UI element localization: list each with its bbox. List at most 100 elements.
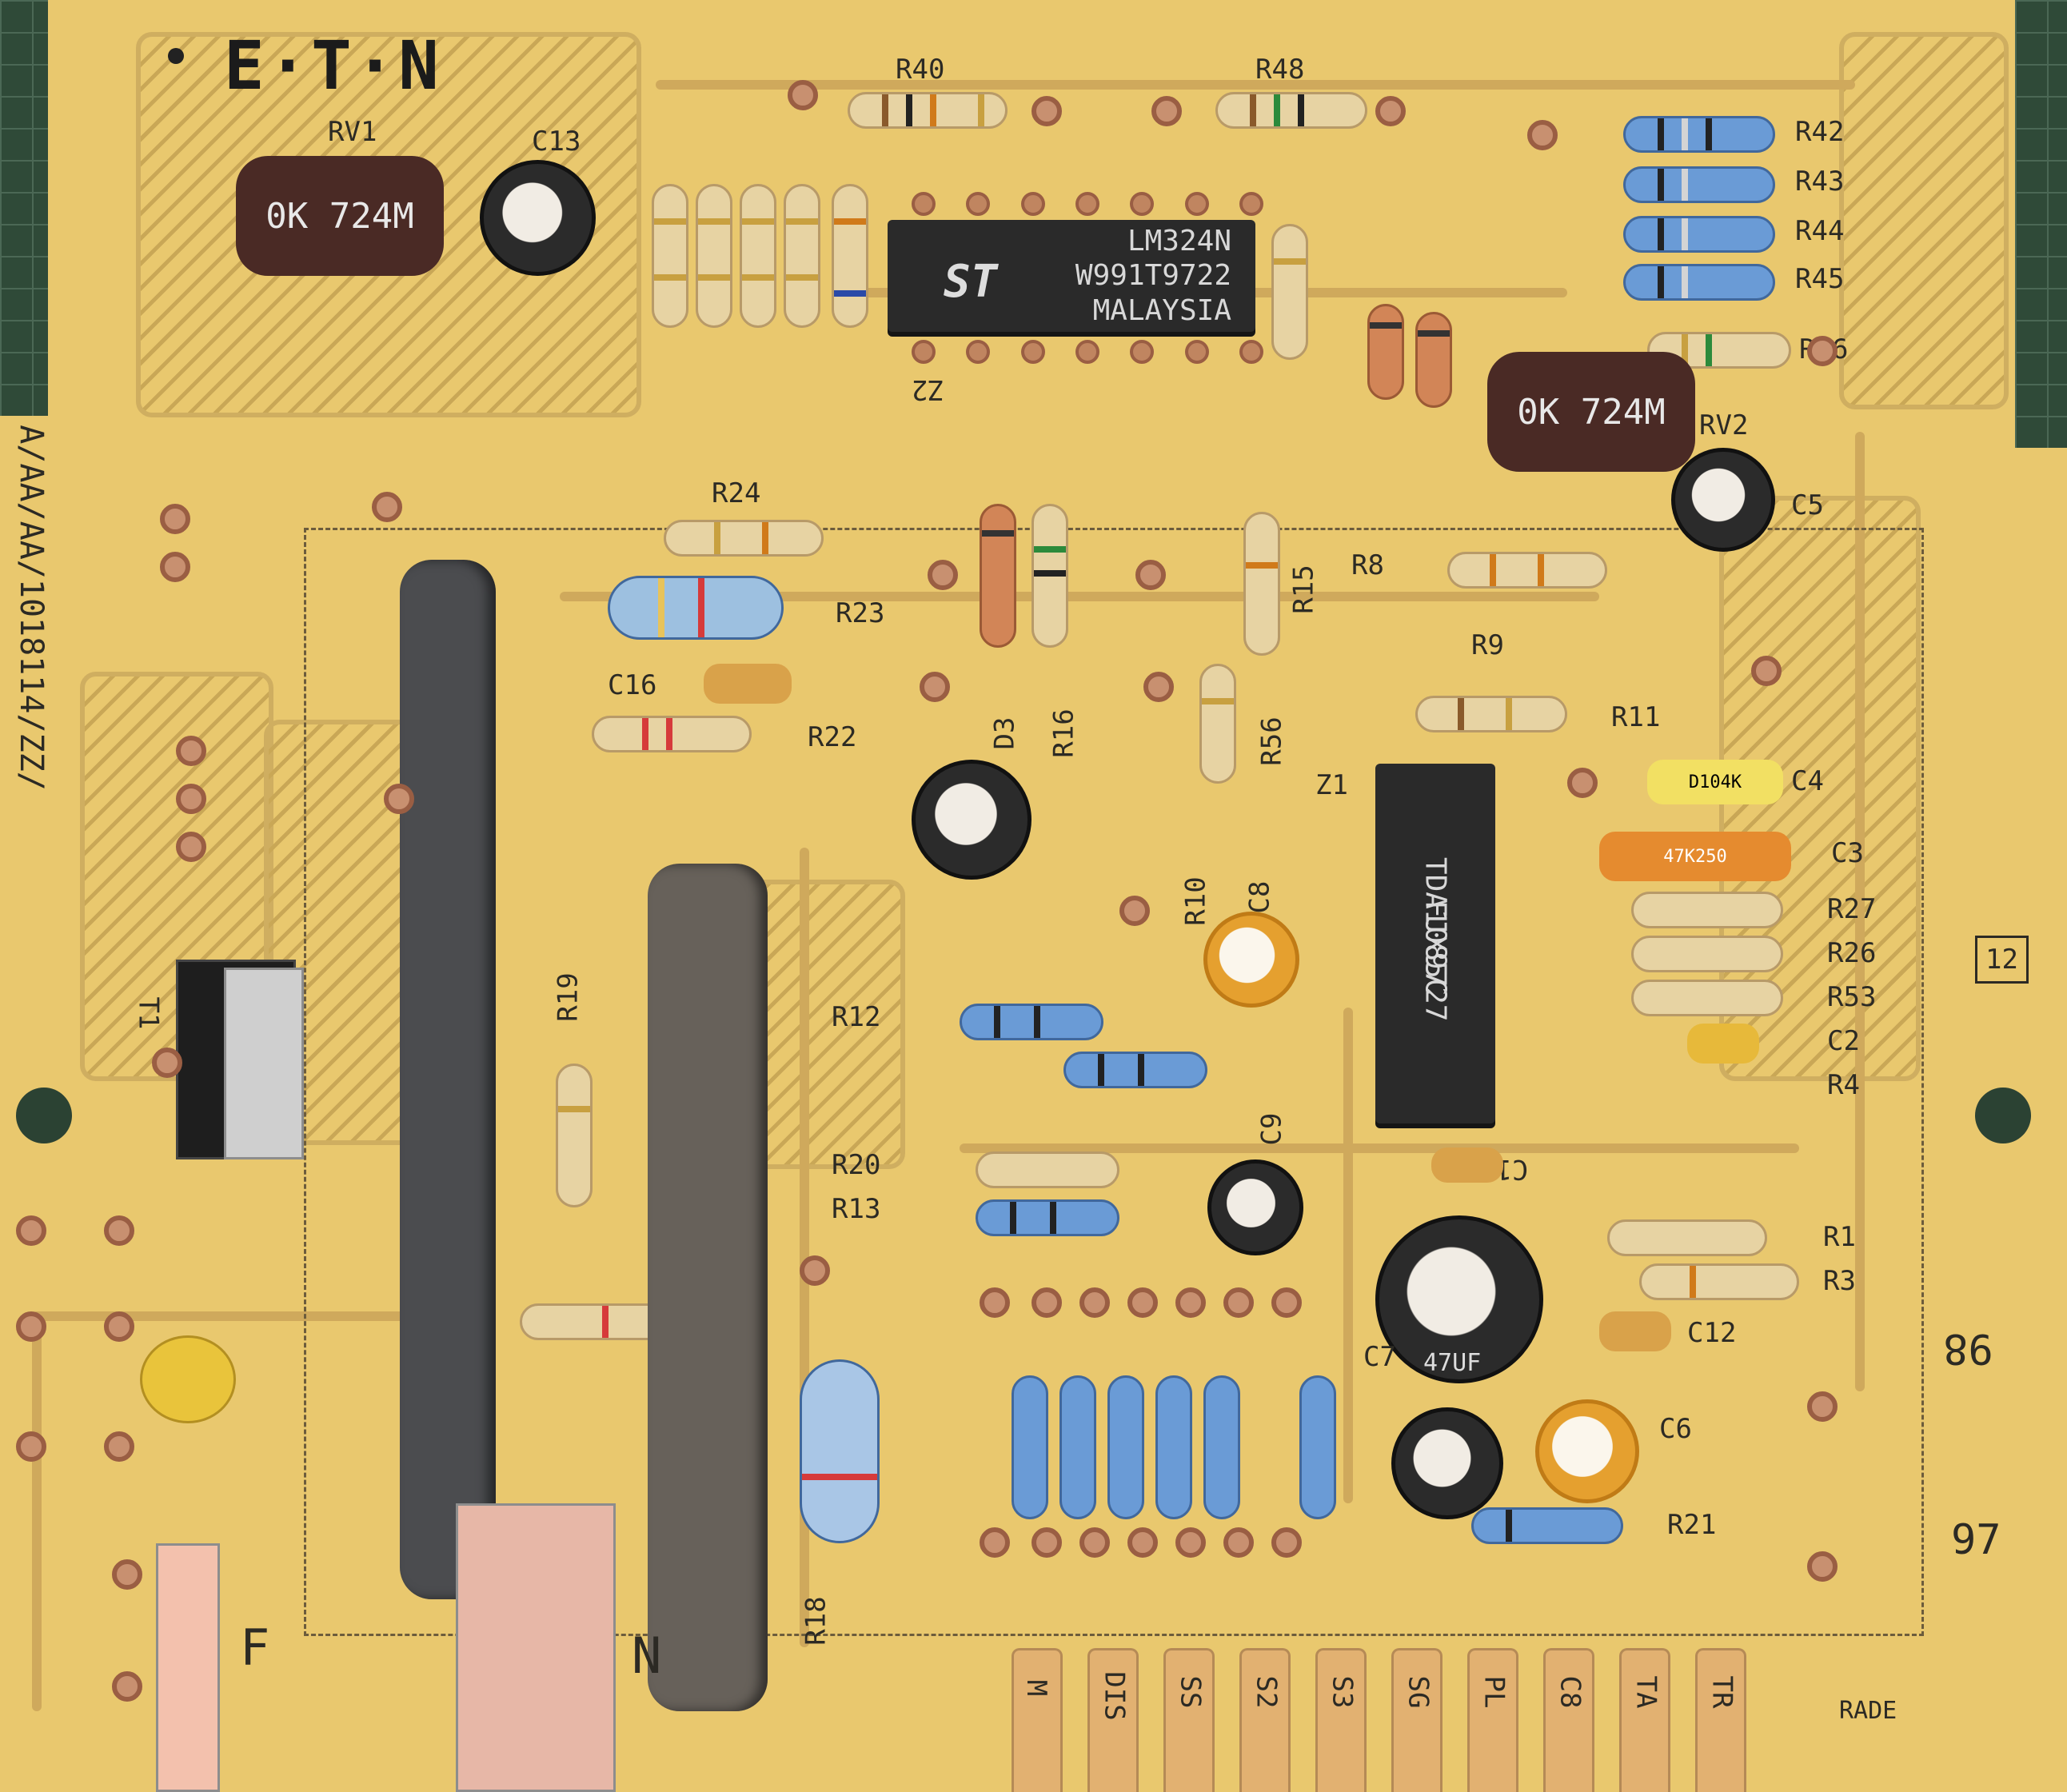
solder-pad — [1151, 96, 1182, 126]
resistor-r11 — [1415, 696, 1567, 732]
marker-12: 12 — [1975, 936, 2029, 984]
solder-pad — [104, 1311, 134, 1342]
resistor-r16 — [1032, 504, 1068, 648]
triac-t1-heatsink — [224, 968, 304, 1159]
solder-pad — [1807, 1391, 1838, 1422]
terminal-f-label: F — [240, 1618, 270, 1677]
resistor-r3 — [1639, 1263, 1799, 1300]
ceramic-cap-c4: D104K — [1647, 760, 1783, 804]
trace — [960, 1143, 1799, 1153]
solder-pad — [980, 1527, 1010, 1558]
c4-label: C4 — [1791, 765, 1824, 797]
electrolytic-cap-c10 — [912, 760, 1032, 880]
resistor-bank-r6 — [1059, 1375, 1096, 1519]
ceramic-cap-c16 — [704, 664, 792, 704]
c7-marking: 47UF — [1423, 1349, 1482, 1377]
choke-coil-left — [400, 560, 496, 1599]
solder-pad — [1375, 96, 1406, 126]
rv2-label: RV2 — [1699, 409, 1749, 441]
r10-label: R10 — [1179, 876, 1212, 926]
solder-pad — [112, 1559, 142, 1590]
z2-label: Z2 — [912, 373, 944, 405]
electrolytic-cap-c5 — [1671, 448, 1775, 552]
c6-label: C6 — [1659, 1413, 1692, 1445]
mounting-hole-left — [16, 1088, 72, 1143]
finger-m: M — [1012, 1648, 1063, 1792]
ceramic-cap-c14 — [1431, 1147, 1503, 1183]
solder-pad — [112, 1671, 142, 1702]
solder-pad — [1143, 672, 1174, 702]
solder-pad — [160, 504, 190, 534]
choke-coil-right — [648, 864, 768, 1711]
electrolytic-cap-c13 — [480, 160, 596, 276]
finger-pl: PL — [1467, 1648, 1518, 1792]
solder-pad — [160, 552, 190, 582]
cutting-mat-left — [0, 0, 48, 416]
resistor-r17 — [1063, 1052, 1207, 1088]
resistor-bank-r28 — [1203, 1375, 1240, 1519]
c4-marking: D104K — [1688, 772, 1742, 792]
resistor-r48 — [1215, 92, 1367, 129]
z1-label: Z1 — [1315, 769, 1348, 801]
finger-tr: TR — [1695, 1648, 1746, 1792]
trace — [1855, 432, 1865, 1391]
solder-pad — [1175, 1287, 1206, 1318]
trace — [656, 80, 1855, 90]
terminal-n-label: N — [632, 1626, 662, 1685]
solder-pad — [372, 492, 402, 522]
solder-pad — [1271, 1527, 1302, 1558]
solder-pad — [1807, 336, 1838, 366]
solder-pad — [1271, 1287, 1302, 1318]
finger-dis: DIS — [1087, 1648, 1139, 1792]
c12-label: C12 — [1687, 1317, 1737, 1349]
finger-ta: TA — [1619, 1648, 1670, 1792]
r56-label: R56 — [1255, 716, 1288, 766]
ic-tda1085c: TDA1085C FJX9727 — [1375, 764, 1495, 1123]
resistor-r26 — [1631, 936, 1783, 972]
resistor-r8 — [1447, 552, 1607, 589]
solder-pad — [1175, 1527, 1206, 1558]
r22-label: R22 — [808, 721, 857, 753]
resistor-r19 — [556, 1064, 593, 1207]
r26-label: R26 — [1827, 937, 1877, 969]
electrolytic-cap-c6 — [1535, 1399, 1639, 1503]
r12-label: R12 — [832, 1001, 881, 1033]
resistor-r1 — [1607, 1219, 1767, 1256]
resistor-r53 — [1631, 980, 1783, 1016]
solder-pad — [980, 1287, 1010, 1318]
dashed-outline — [304, 528, 1924, 1636]
ic-lm324n-lot: W991T9722 — [1075, 259, 1231, 293]
resistor-r20 — [976, 1151, 1119, 1188]
solder-pad — [788, 80, 818, 110]
ground-plane-top-right — [1839, 32, 2009, 409]
diode-d3 — [980, 504, 1016, 648]
ceramic-cap-c12 — [1599, 1311, 1671, 1351]
resistor-r56 — [1199, 664, 1236, 784]
solder-pad — [1567, 768, 1598, 798]
r9-label: R9 — [1471, 629, 1504, 661]
resistor-bank-r33 — [740, 184, 776, 328]
solder-pad — [384, 784, 414, 814]
ceramic-cap-x — [140, 1335, 236, 1423]
resistor-r18 — [800, 1359, 880, 1543]
cutting-mat-right — [2015, 0, 2067, 448]
mounting-hole-right — [1975, 1088, 2031, 1143]
solder-pad — [176, 832, 206, 862]
solder-pad — [176, 784, 206, 814]
solder-pad — [16, 1215, 46, 1246]
r44-label: R44 — [1795, 215, 1845, 247]
solder-pad — [1127, 1287, 1158, 1318]
marker-rade: RADE — [1839, 1697, 1897, 1725]
c9-label: C9 — [1255, 1112, 1288, 1146]
c7-label: C7 — [1363, 1341, 1396, 1373]
rv1-body-text: 0K 724M — [265, 195, 414, 237]
solder-pad — [1032, 1527, 1062, 1558]
electrolytic-cap-c9 — [1207, 1159, 1303, 1255]
r42-label: R42 — [1795, 116, 1845, 148]
diode-d4 — [1367, 304, 1404, 400]
electrolytic-cap-c7 — [1375, 1215, 1543, 1383]
solder-pad — [1032, 1287, 1062, 1318]
solder-pad — [104, 1431, 134, 1462]
solder-pad — [1807, 1551, 1838, 1582]
finger-c8: C8 — [1543, 1648, 1594, 1792]
